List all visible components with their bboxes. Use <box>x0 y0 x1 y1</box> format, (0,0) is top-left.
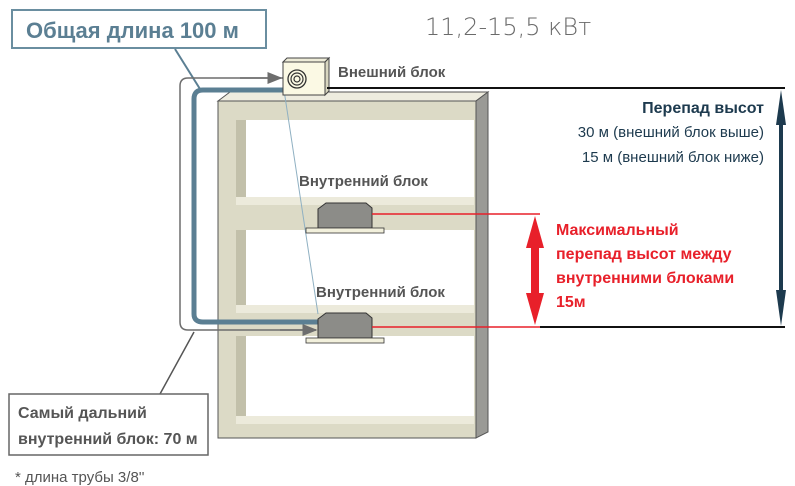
total-length-callout: Общая длина 100 м <box>11 9 267 90</box>
building <box>216 91 490 439</box>
fan-icon <box>287 69 307 89</box>
total-length-label: Общая длина 100 м <box>26 18 239 43</box>
outdoor-unit <box>281 56 331 97</box>
indoor-unit-upper <box>305 202 385 234</box>
height-diff-line2: 15 м (внешний блок ниже) <box>582 149 764 166</box>
red-double-arrow-icon <box>526 216 544 325</box>
outdoor-unit-label: Внешний блок <box>338 64 446 81</box>
capacity-title: 11,2-15,5 кВт <box>425 13 591 41</box>
indoor-diff-line1: Максимальный <box>556 222 679 239</box>
indoor-unit-lower <box>305 312 385 344</box>
farthest-unit-line1: Самый дальний <box>18 405 147 422</box>
indoor-unit-label-lower: Внутренний блок <box>316 284 445 301</box>
indoor-diff-line2: перепад высот между <box>556 246 732 263</box>
pipe-footnote: * длина трубы 3/8'' <box>15 469 145 486</box>
leader-line <box>174 48 201 90</box>
indoor-diff-line4: 15м <box>556 294 586 311</box>
branch-pipe <box>283 89 319 315</box>
height-diff-line1: 30 м (внешний блок выше) <box>578 124 764 141</box>
navy-double-arrow-icon <box>776 90 786 326</box>
height-diff-heading: Перепад высот <box>642 100 764 117</box>
indoor-unit-label-upper: Внутренний блок <box>299 173 428 190</box>
leader-line <box>159 331 195 395</box>
indoor-diff-line3: внутренними блоками <box>556 270 734 287</box>
farthest-unit-callout: Самый дальний внутренний блок: 70 м <box>8 393 209 456</box>
refrigerant-pipe <box>191 87 318 325</box>
farthest-unit-line2: внутренний блок: 70 м <box>18 431 198 448</box>
route-line <box>179 77 316 331</box>
